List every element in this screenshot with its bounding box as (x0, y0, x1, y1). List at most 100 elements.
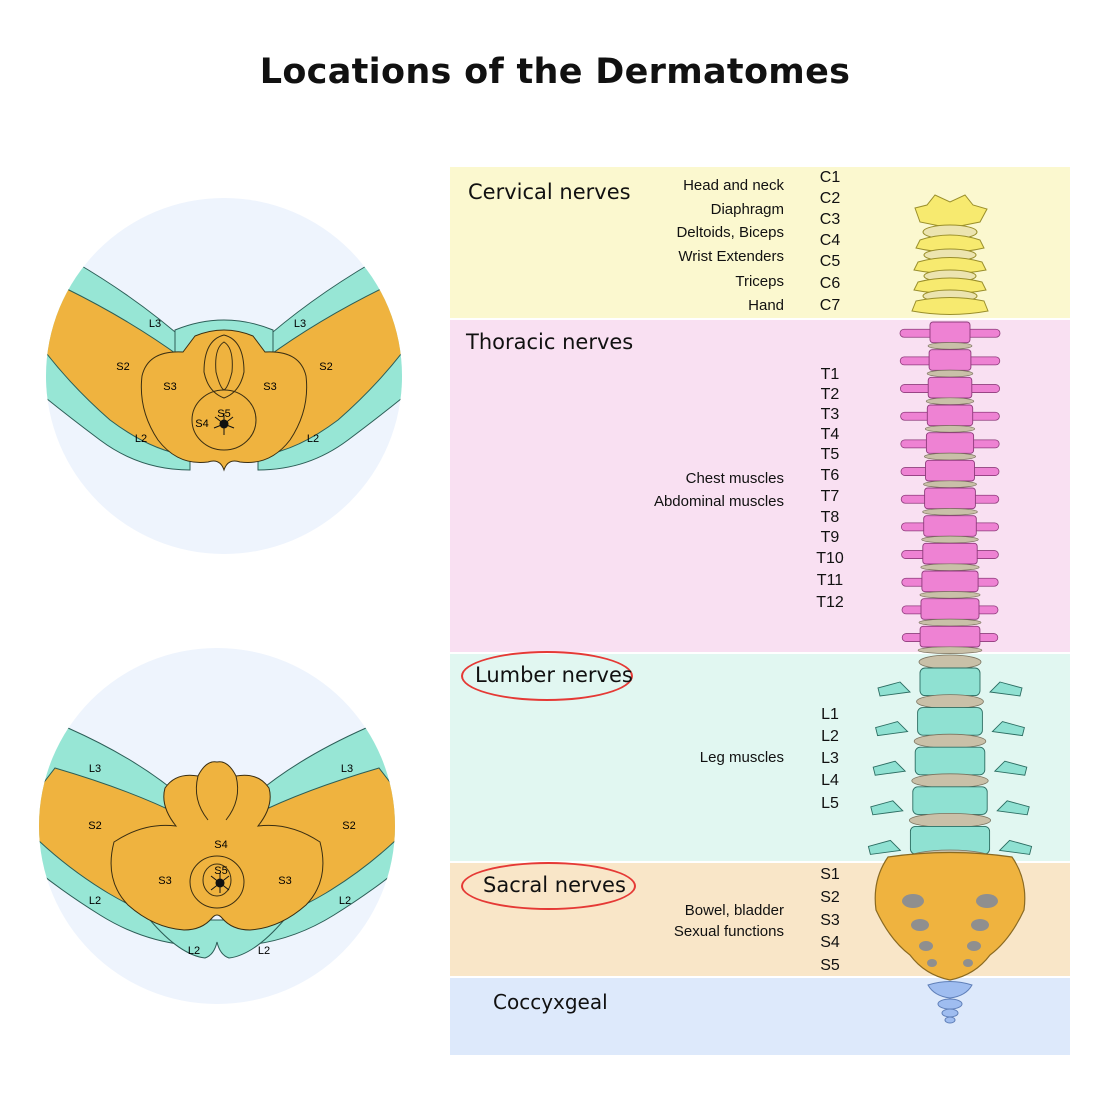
level-label: T10 (816, 550, 844, 567)
lumbar-vertebra (919, 667, 981, 697)
region-title-lumbar: Lumber nerves (475, 663, 633, 687)
intervertebral-disc (925, 397, 975, 405)
lumbar-process (993, 760, 1028, 776)
bottom-label-s3-left: S3 (158, 875, 171, 887)
lumbar-highlight-oval (461, 651, 633, 701)
function-label: Diaphragm (710, 200, 784, 218)
level-label: C1 (819, 169, 841, 186)
level-label: T7 (820, 488, 840, 505)
thoracic-vertebra (919, 625, 981, 648)
level-label: S3 (820, 912, 840, 929)
lumbar-process (867, 839, 902, 855)
intervertebral-disc (920, 563, 980, 571)
thoracic-vertebrae (899, 321, 1001, 654)
thoracic-vertebra (926, 404, 974, 427)
function-label: Bowel, bladder (684, 902, 784, 919)
thoracic-vertebra (925, 459, 975, 482)
functions-cervical: Head and neck Diaphragm Deltoids, Biceps… (484, 175, 784, 325)
top-label-s2-right: S2 (319, 361, 332, 373)
lumbar-process (870, 800, 904, 816)
top-perineum (140, 329, 308, 472)
intervertebral-disc (924, 452, 976, 461)
intervertebral-disc (911, 773, 989, 789)
level-label: S5 (820, 957, 840, 974)
thoracic-vertebra (920, 598, 980, 620)
function-label: Chest muscles (685, 470, 784, 487)
bottom-label-s2-right: S2 (342, 820, 355, 832)
lumbar-process (996, 800, 1030, 816)
function-label: Sexual functions (673, 923, 784, 940)
intervertebral-disc (909, 813, 992, 828)
lumbar-process (877, 681, 911, 697)
level-label: S1 (820, 866, 840, 883)
bottom-label-l2-left: L2 (89, 895, 101, 907)
bottom-label-l2-bottom-left: L2 (188, 945, 200, 957)
function-label: Hand (748, 297, 784, 314)
functions-lumbar: Leg muscles (484, 747, 784, 771)
lumbar-process (872, 760, 907, 776)
thoracic-vertebra (923, 515, 977, 537)
dermatome-top-diagram: L3 L3 S2 S2 S3 S3 L2 L2 S4 S5 (46, 198, 402, 554)
top-label-s5: S5 (217, 408, 230, 420)
region-title-thoracic: Thoracic nerves (466, 330, 634, 354)
top-label-s2-left: S2 (116, 361, 129, 373)
level-label: T12 (816, 594, 844, 611)
function-label: Wrist Extenders (678, 247, 784, 265)
sacral-highlight-oval (461, 862, 636, 910)
functions-sacral: Bowel, bladder Sexual functions (484, 900, 784, 946)
level-label: L1 (821, 706, 839, 723)
lumbar-process (991, 721, 1025, 737)
bottom-label-l2-bottom-right: L2 (258, 945, 270, 957)
function-label: Triceps (735, 273, 784, 290)
level-label: T4 (820, 426, 840, 443)
thoracic-vertebra (925, 432, 975, 454)
intervertebral-disc (923, 480, 977, 488)
coccyx (927, 981, 973, 1024)
intervertebral-disc (924, 425, 976, 433)
thoracic-vertebra (927, 376, 973, 399)
intervertebral-disc (926, 369, 974, 378)
bottom-label-l3-left: L3 (89, 763, 101, 775)
intervertebral-disc (918, 654, 982, 670)
level-label: C2 (819, 190, 841, 207)
level-label: L4 (821, 772, 839, 789)
level-label: T11 (816, 572, 844, 589)
intervertebral-disc (917, 646, 983, 654)
level-label: T6 (820, 467, 840, 484)
level-label: S4 (820, 934, 840, 951)
bottom-label-s4: S4 (214, 839, 227, 851)
lumbar-vertebra (917, 707, 983, 736)
level-label: C6 (819, 275, 841, 292)
top-label-l3-right: L3 (294, 318, 306, 330)
level-label: C5 (819, 253, 841, 270)
top-label-s3-right: S3 (263, 381, 276, 393)
level-label: C4 (819, 232, 841, 249)
sacrum (874, 851, 1026, 981)
level-label: L2 (821, 728, 839, 745)
intervertebral-disc (919, 591, 981, 599)
lumbar-vertebra (912, 786, 988, 815)
dermatome-bottom-diagram: L3 L3 S2 S2 S3 S3 L2 L2 L2 L2 S4 S5 (39, 648, 395, 1004)
intervertebral-disc (927, 342, 973, 350)
intervertebral-disc (918, 618, 982, 627)
functions-thoracic: Chest muscles Abdominal muscles (484, 468, 784, 518)
top-label-s4: S4 (195, 418, 208, 430)
level-label: C7 (819, 297, 841, 314)
level-label: S2 (820, 889, 840, 906)
intervertebral-disc (913, 733, 987, 749)
function-label: Abdominal muscles (653, 493, 784, 510)
thoracic-vertebra (924, 487, 976, 510)
bottom-label-l2-right: L2 (339, 895, 351, 907)
level-label: T1 (820, 366, 840, 383)
region-title-sacral: Sacral nerves (483, 873, 626, 897)
level-label: C3 (819, 211, 841, 228)
page-title: Locations of the Dermatomes (259, 52, 851, 92)
level-label: T3 (820, 406, 840, 423)
function-label: Deltoids, Biceps (676, 224, 784, 241)
function-label: Leg muscles (699, 749, 784, 766)
bottom-label-s3-right: S3 (278, 875, 291, 887)
level-label: T8 (820, 509, 840, 526)
region-title-cervical: Cervical nerves (468, 180, 631, 204)
top-label-l2-right: L2 (307, 433, 319, 445)
